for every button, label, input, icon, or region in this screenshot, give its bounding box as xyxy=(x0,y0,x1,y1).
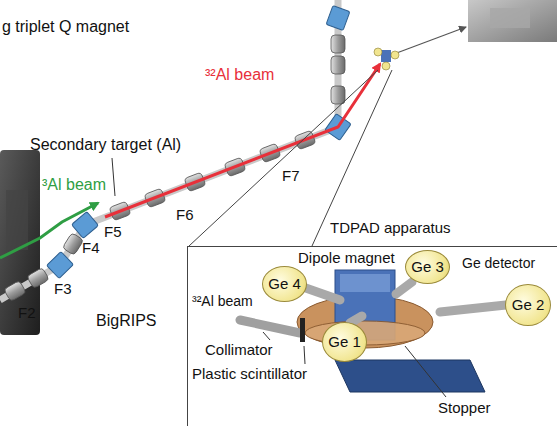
part-label: F4 xyxy=(82,240,100,257)
inset-frame xyxy=(188,247,557,426)
apparatus-icon xyxy=(374,48,399,70)
part-label: ³²Al beam xyxy=(192,294,253,309)
part-label: Collimator xyxy=(205,342,273,359)
part-label: F7 xyxy=(282,168,300,185)
part-label: Secondary target (Al) xyxy=(30,136,181,154)
detector-label: Ge 2 xyxy=(512,297,545,314)
part-label: Ge detector xyxy=(462,256,535,271)
leader-line xyxy=(112,158,115,196)
beam-out xyxy=(394,27,466,54)
photo-top xyxy=(468,0,557,42)
part-label: F5 xyxy=(104,224,122,241)
ge-detector: Ge 4 xyxy=(262,266,307,302)
part-label: ³²Al beam xyxy=(205,66,274,84)
ge-detector: Ge 3 xyxy=(405,250,450,284)
detector-label: Ge 4 xyxy=(268,276,301,293)
part-label: BigRIPS xyxy=(96,312,156,330)
part-label: Plastic scintillator xyxy=(192,366,307,383)
ge-detector: Ge 2 xyxy=(505,284,551,326)
part-label: Stopper xyxy=(438,400,491,417)
part-label: F2 xyxy=(18,305,36,322)
detector-label: Ge 3 xyxy=(411,259,444,276)
ge-detector: Ge 1 xyxy=(322,322,367,362)
part-label: F3 xyxy=(54,281,72,298)
part-label: Dipole magnet xyxy=(298,250,395,267)
part-label: ³Al beam xyxy=(42,176,106,194)
part-label: F6 xyxy=(176,207,194,224)
detector-label: Ge 1 xyxy=(328,334,361,351)
part-label: g triplet Q magnet xyxy=(2,18,129,36)
panel-heading: TDPAD apparatus xyxy=(330,220,451,237)
